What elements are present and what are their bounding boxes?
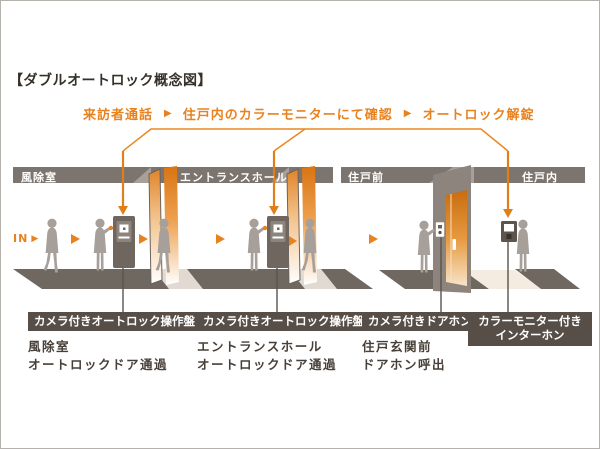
caption-line: 住戸玄関前 [362,339,433,354]
flow-steps: 来訪者通話 ▶ 住戸内のカラーモニターにて確認 ▶ オートロック解錠 [83,104,534,123]
direction-arrow-icon [289,236,297,246]
down-arrow-to-panel-1 [118,151,128,215]
person-inside-dwelling [516,219,530,272]
caption-windbreak: 風除室 オートロックドア通過 [28,338,168,373]
direction-arrow-icon [369,234,378,244]
caption-dwelling-front: 住戸玄関前 ドアホン呼出 [362,338,446,373]
page-title: 【ダブルオートロック概念図】 [9,73,212,89]
connector-line [122,128,509,152]
badge-line-1: カラーモニター付き [478,314,582,328]
flow-step-3: オートロック解錠 [422,108,535,123]
person-walking-1 [43,218,59,273]
door1-frame-top [133,167,151,183]
dwelling-door-threshold [463,270,541,289]
flow-step-1: 来訪者通話 [83,108,154,123]
flow-arrow-icon: ▶ [164,108,172,119]
in-label: IN [13,232,29,245]
doorphone-icon [435,221,445,238]
down-arrow-to-intercom [503,151,513,218]
caption-line: 風除室 [28,339,71,354]
connector-line-middle [273,128,306,152]
touch-dot-1 [108,225,114,231]
color-monitor-intercom-icon [501,221,517,242]
floor-dwelling-inside [515,269,580,289]
badge-autolock-panel-2: カメラ付きオートロック操作盤 [197,312,370,332]
in-arrow-icon: ▶ [31,233,40,244]
caption-line: オートロックドア通過 [28,356,169,372]
caption-line: エントランスホール [197,339,323,354]
door2-frame-top [271,167,289,183]
direction-arrow-icon [216,234,225,244]
badge-doorphone: カメラ付きドアホン [362,312,478,332]
dwelling-door-icon [433,165,471,293]
badge-line-2: インターホン [495,328,565,343]
flow-arrow-icon: ▶ [403,108,412,119]
door-handle-icon [452,239,456,250]
person-at-panel-2 [247,218,265,271]
caption-line: ドアホン呼出 [362,356,447,372]
zone-label-windbreak: 風除室 [21,171,57,184]
badge-autolock-panel-1: カメラ付きオートロック操作盤 [28,312,201,332]
in-marker: IN ▶ [13,232,39,245]
autolock-panel-1-icon [113,216,135,268]
autolock-panel-2-icon [267,216,289,268]
zone-label-entrance-hall: エントランスホール [180,171,288,184]
down-arrow-to-panel-2 [269,151,279,215]
direction-arrow-icon [139,234,148,244]
zone-label-dwelling-front: 住戸前 [348,171,384,184]
caption-line: オートロックドア通過 [197,356,338,372]
direction-arrow-icon [71,234,80,244]
caption-entrance-hall: エントランスホール オートロックドア通過 [197,338,337,373]
zone-label-dwelling-inside: 住戸内 [522,171,558,184]
badge-color-monitor-intercom: カラーモニター付き インターホン [468,312,592,346]
person-at-doorphone [417,220,435,273]
flow-step-2: 住戸内のカラーモニターにて確認 [182,108,393,123]
person-at-panel-1 [93,218,111,271]
touch-dot-2 [262,225,268,231]
